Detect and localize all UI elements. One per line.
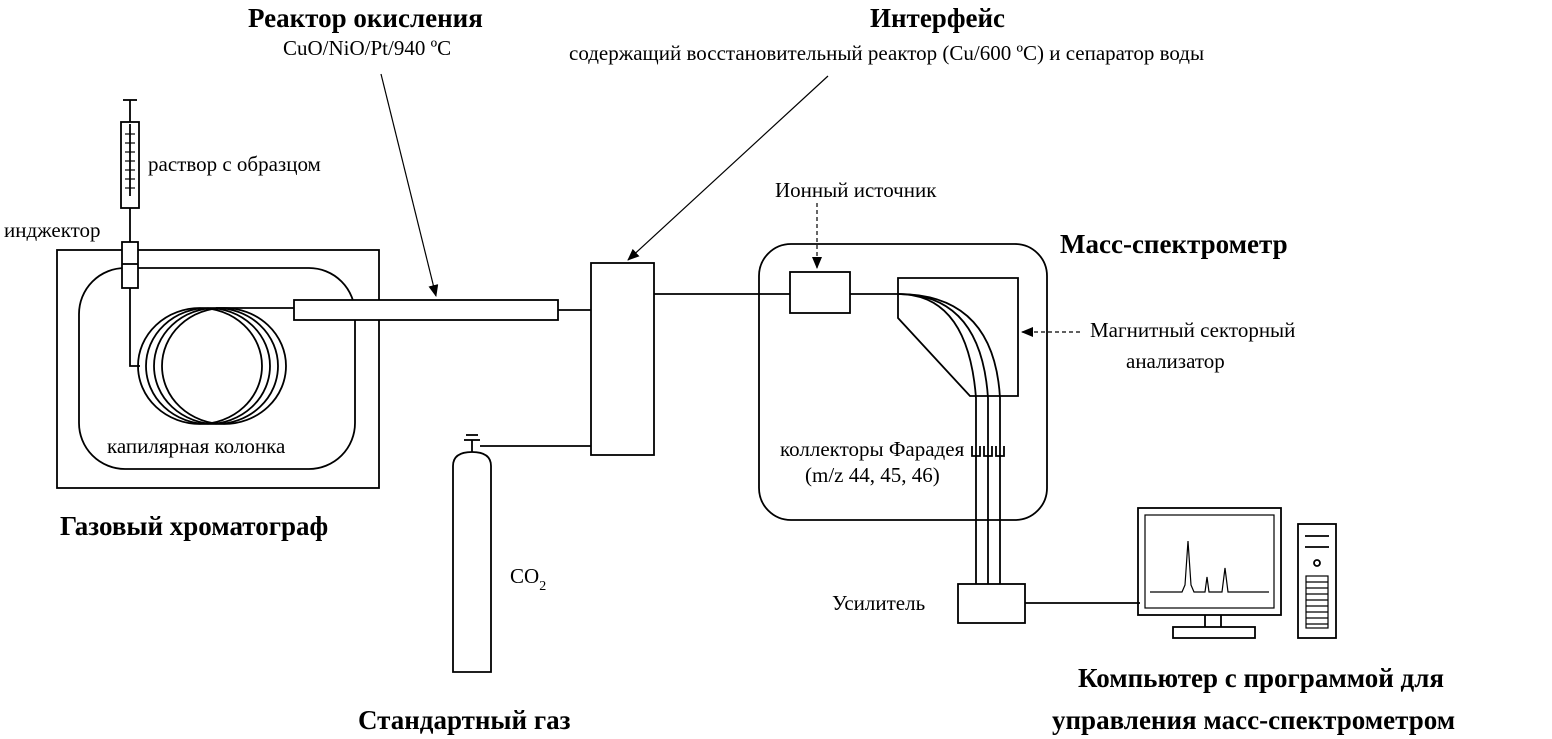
- gc-oven-loop: [78, 267, 356, 470]
- interface-box: [590, 262, 655, 456]
- standard-gas-title: Стандартный газ: [358, 705, 571, 735]
- oxidation-reactor-arrow: [380, 73, 439, 297]
- amplifier-label: Усилитель: [832, 591, 925, 615]
- syringe-icon: [120, 99, 140, 242]
- interface-subtitle: содержащий восстановительный реактор (Cu…: [569, 41, 1204, 65]
- interface-arrow: [627, 75, 829, 261]
- gc-title: Газовый хроматограф: [60, 511, 328, 541]
- ion-source-box: [789, 271, 851, 314]
- mass-spectrometer-title: Масс-спектрометр: [1060, 229, 1288, 259]
- column-label: капилярная колонка: [107, 434, 286, 458]
- sample-label: раствор с образцом: [148, 152, 321, 176]
- amplifier-box: [957, 583, 1026, 624]
- collectors-label-line2: (m/z 44, 45, 46): [805, 463, 940, 487]
- column-inlet-line: [129, 288, 140, 367]
- ion-beam-paths: [897, 293, 1001, 584]
- monitor-icon: [1137, 507, 1282, 639]
- injector-label: инджектор: [4, 218, 101, 242]
- oxidation-reactor-subtitle: CuO/NiO/Pt/940 ºC: [283, 36, 451, 60]
- co2-label: CO2: [510, 564, 546, 594]
- faraday-collectors: [971, 446, 1005, 457]
- interface-title: Интерфейс: [870, 3, 1005, 33]
- gc-outer-box: [56, 249, 380, 489]
- injector: [121, 241, 139, 289]
- capillary-coil: [137, 307, 287, 425]
- collectors-label-line1: коллекторы Фарадея: [780, 437, 965, 461]
- magnetic-sector-analyzer: [897, 277, 1019, 397]
- ion-source-label: Ионный источник: [775, 178, 937, 202]
- analyzer-label-line1: Магнитный секторный: [1090, 318, 1295, 342]
- computer-title-line1: Компьютер с программой для: [1078, 663, 1444, 693]
- co2-cylinder: [452, 434, 492, 673]
- oxidation-reactor-tube: [293, 299, 559, 321]
- mass-spectrometer-box: [758, 243, 1048, 521]
- computer-title-line2: управления масс-спектрометром: [1052, 705, 1455, 735]
- analyzer-label-line2: анализатор: [1126, 349, 1225, 373]
- oxidation-reactor-title: Реактор окисления: [248, 3, 483, 33]
- system-unit-icon: [1297, 523, 1337, 639]
